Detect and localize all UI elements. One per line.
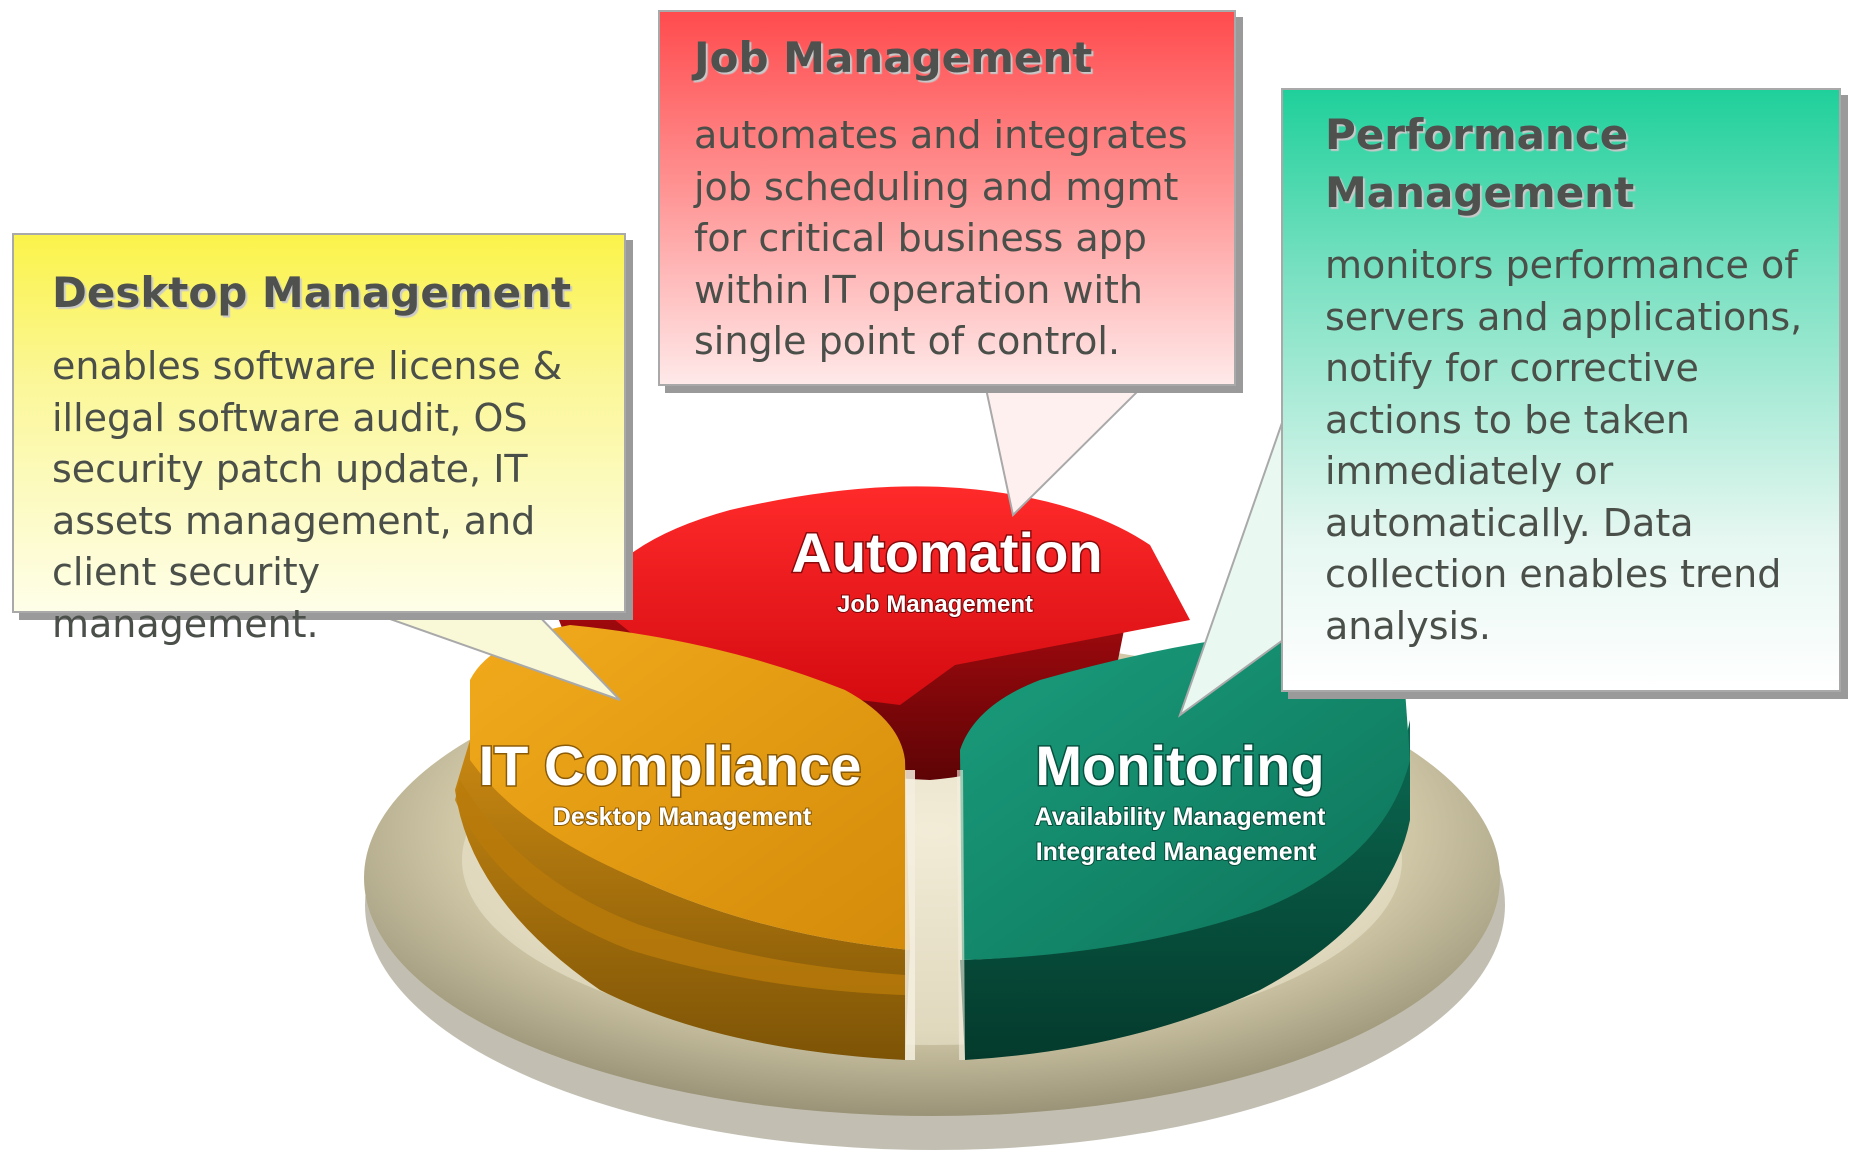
monitoring-subtitle-availability: Availability Management [1035,803,1326,831]
desktop-management-callout: Desktop Management enables software lice… [12,233,626,646]
segment-divider [957,769,965,1061]
monitoring-title: Monitoring [1035,734,1324,797]
monitoring-segment-side [960,720,1410,1060]
automation-subtitle: Job Management [837,591,1033,618]
performance-management-title: Performance Management [1325,110,1635,217]
desktop-management-description: enables software license & illegal softw… [52,344,563,646]
it-compliance-subtitle: Desktop Management [553,803,812,831]
job-management-callout: Job Management automates and integrates … [658,10,1236,386]
monitoring-segment [960,630,1410,960]
performance-management-callout: Performance Management monitors performa… [1281,88,1841,692]
job-management-title: Job Management [694,33,1093,82]
desktop-management-title: Desktop Management [52,268,572,317]
job-management-description: automates and integrates job scheduling … [694,113,1188,363]
it-compliance-title: IT Compliance [479,734,862,797]
monitoring-subtitle-integrated: Integrated Management [1036,838,1317,866]
automation-title: Automation [791,521,1102,584]
performance-management-description: monitors performance of servers and appl… [1325,243,1803,648]
it-compliance-segment [470,625,910,950]
it-compliance-segment-rim [455,780,905,995]
automation-segment [590,486,1190,705]
job-callout-pointer [983,383,1148,517]
